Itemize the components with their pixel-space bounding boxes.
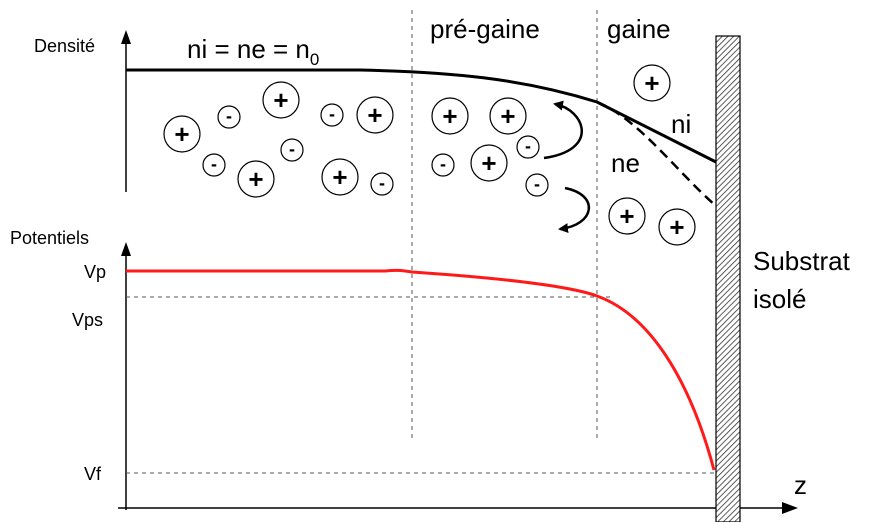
svg-text:-: -	[379, 173, 385, 193]
positive-ion: +	[470, 144, 508, 182]
vps-label: Vps	[72, 310, 103, 330]
electron: -	[280, 138, 304, 162]
density-axis-label: Densité	[34, 36, 95, 56]
positive-ion: +	[163, 115, 201, 153]
positive-ion: +	[608, 197, 646, 235]
ion-return-arrow	[543, 100, 583, 160]
substrate-label-line2: isolé	[753, 284, 806, 314]
svg-text:-: -	[534, 174, 540, 194]
density-axis-arrow	[121, 30, 131, 44]
density-ni-curve	[126, 68, 717, 164]
electron-reflect-arrow	[558, 186, 591, 234]
positive-ions-group: + + + + + + + + + + +	[163, 64, 696, 246]
electrons-group: - - - - - - - -	[202, 103, 549, 197]
svg-text:+: +	[174, 119, 189, 149]
positive-ion: +	[431, 97, 469, 135]
svg-text:+: +	[500, 101, 515, 131]
svg-text:+: +	[273, 85, 288, 115]
positive-ion: +	[237, 160, 275, 198]
positive-ion: +	[262, 81, 300, 119]
density-equation-subscript: 0	[310, 50, 319, 69]
sheath-label: gaine	[607, 14, 671, 44]
ni-curve-label: ni	[671, 109, 691, 139]
electron: -	[431, 153, 455, 177]
electron: -	[202, 153, 226, 177]
positive-ion: +	[321, 158, 359, 196]
z-axis-label: z	[794, 470, 807, 500]
positive-ion: +	[356, 96, 394, 134]
svg-text:+: +	[442, 101, 457, 131]
potential-curve	[126, 268, 716, 471]
svg-text:+: +	[669, 212, 684, 242]
vf-label: Vf	[84, 464, 102, 484]
svg-text:-: -	[226, 106, 232, 126]
potential-axis-arrow	[121, 242, 131, 256]
svg-text:-: -	[211, 154, 217, 174]
svg-text:+: +	[644, 68, 659, 98]
svg-text:-: -	[329, 104, 335, 124]
electron: -	[525, 173, 549, 197]
presheath-label: pré-gaine	[430, 14, 540, 44]
potentials-axis-label: Potentiels	[10, 228, 89, 248]
electron: -	[320, 103, 344, 127]
insulated-substrate	[715, 35, 741, 522]
density-ne-curve	[596, 100, 717, 207]
svg-text:+: +	[248, 164, 263, 194]
svg-text:+: +	[619, 201, 634, 231]
svg-text:+: +	[367, 100, 382, 130]
svg-text:+: +	[332, 162, 347, 192]
electron: -	[370, 172, 394, 196]
svg-text:+: +	[481, 148, 496, 178]
svg-text:-: -	[440, 154, 446, 174]
positive-ion: +	[658, 208, 696, 246]
density-equation-text: ni = ne = n	[187, 34, 310, 64]
substrate-label-line1: Substrat	[753, 246, 851, 276]
positive-ion: +	[489, 97, 527, 135]
positive-ion: +	[633, 64, 671, 102]
svg-text:-: -	[289, 139, 295, 159]
ne-curve-label: ne	[611, 148, 640, 178]
vp-label: Vp	[84, 262, 106, 282]
z-axis-arrow	[782, 502, 798, 514]
density-equation-label: ni = ne = n0	[187, 34, 319, 69]
electron: -	[217, 105, 241, 129]
electron: -	[516, 135, 540, 159]
svg-text:-: -	[525, 136, 531, 156]
